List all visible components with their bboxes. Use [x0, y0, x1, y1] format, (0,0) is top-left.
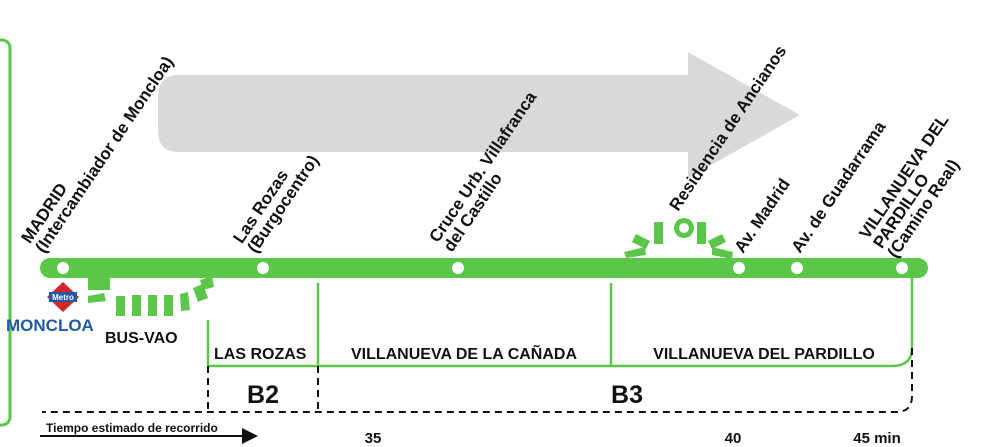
fare-zone-frame — [42, 348, 913, 413]
stop-villanueva-pardillo — [896, 262, 908, 274]
fare-zone-b2: B2 — [247, 381, 279, 409]
time-tick-45: 45 min — [853, 430, 901, 447]
stop-moncloa — [57, 262, 69, 274]
stop-label-av-madrid: Av. Madrid — [731, 175, 794, 256]
zone-label-villanueva-canada: VILLANUEVA DE LA CAÑADA — [351, 343, 578, 363]
svg-text:(Intercambiador de Moncloa): (Intercambiador de Moncloa) — [32, 53, 178, 256]
time-tick-40: 40 — [725, 430, 742, 447]
travel-time-label: Tiempo estimado de recorrido — [46, 421, 218, 435]
stop-av-guadarrama — [791, 262, 803, 274]
side-panel-frame — [0, 38, 12, 427]
svg-text:Av. Madrid: Av. Madrid — [731, 175, 794, 256]
stop-cruce-villafranca — [452, 262, 464, 274]
bus-vao-connector — [88, 276, 110, 290]
metro-logo-icon: Metro — [47, 282, 79, 312]
stop-residencia-ancianos — [624, 218, 733, 259]
bus-vao-label: BUS-VAO — [105, 330, 178, 347]
stop-las-rozas — [257, 262, 269, 274]
metro-station-label: MONCLOA — [6, 316, 94, 335]
svg-text:Metro: Metro — [52, 293, 74, 302]
zone-label-las-rozas: LAS ROZAS — [214, 346, 307, 363]
bus-vao-lane-icon — [88, 276, 214, 316]
stop-label-las-rozas: Las Rozas (Burgocentro) — [229, 152, 322, 257]
zone-label-villanueva-pardillo: VILLANUEVA DEL PARDILLO — [653, 346, 875, 363]
time-tick-35: 35 — [365, 430, 382, 447]
fare-zone-b3: B3 — [611, 381, 643, 409]
stop-av-madrid — [733, 262, 745, 274]
direction-arrow-icon — [158, 52, 800, 178]
stop-label-madrid: MADRID (Intercambiador de Moncloa) — [17, 53, 178, 256]
